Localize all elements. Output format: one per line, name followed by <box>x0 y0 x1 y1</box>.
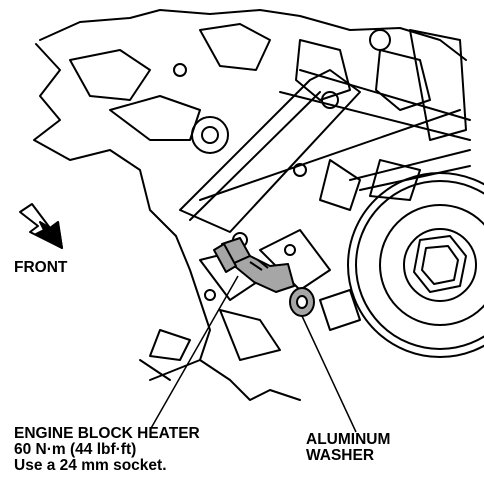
aluminum-washer <box>289 287 315 317</box>
heater-socket-note: Use a 24 mm socket. <box>14 457 167 474</box>
coolant-pipe <box>179 69 361 233</box>
heater-torque: 60 N·m (44 lbf·ft) <box>14 441 137 458</box>
engine-block-heater-label: ENGINE BLOCK HEATER 60 N·m (44 lbf·ft) U… <box>14 426 200 474</box>
front-label: FRONT <box>14 259 68 276</box>
front-arrow-icon <box>19 203 63 249</box>
washer-line-2: WASHER <box>306 447 375 464</box>
heater-leader-line <box>149 275 239 431</box>
washer-leader-line <box>301 315 357 433</box>
heater-name: ENGINE BLOCK HEATER <box>14 425 200 442</box>
washer-line-1: ALUMINUM <box>306 431 391 448</box>
aluminum-washer-label: ALUMINUM WASHER <box>306 432 390 464</box>
engine-block-heater <box>213 237 295 293</box>
crankshaft-pulley <box>347 172 484 358</box>
engine-housing-left <box>33 43 177 237</box>
engine-housing-upper <box>39 9 467 61</box>
drive-belt <box>349 149 471 181</box>
